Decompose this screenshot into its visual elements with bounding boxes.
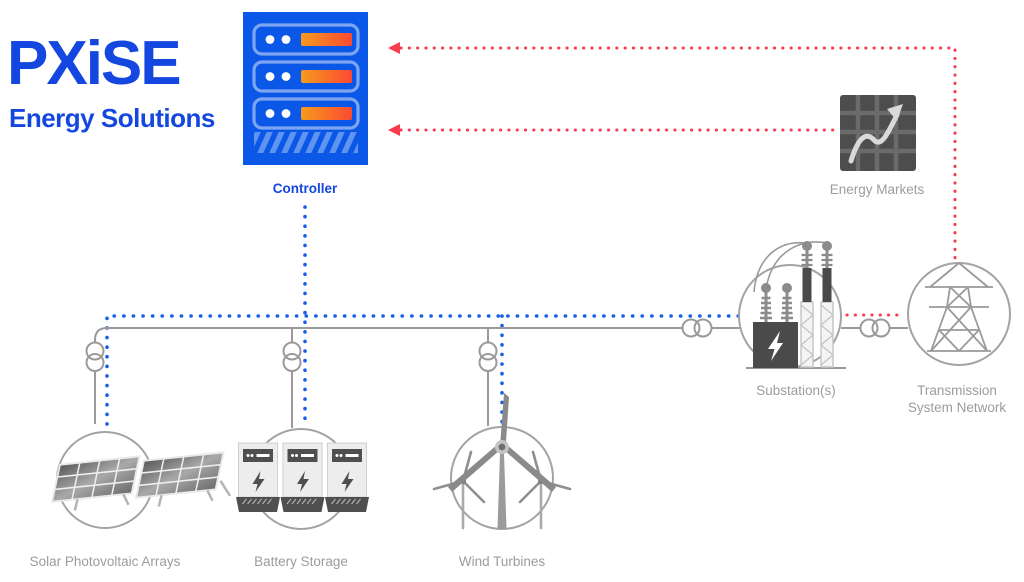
transmission-label: Transmission System Network [907, 383, 1007, 416]
controller-icon [243, 12, 368, 165]
transformer-symbol-substation-to-transmission [859, 318, 891, 338]
energy-markets-label: Energy Markets [829, 182, 925, 197]
wind-turbines-icon [432, 393, 572, 530]
energy-markets-icon [840, 95, 916, 171]
blue-signal-lines-controller-to-resources [105, 205, 747, 426]
solar-panels-icon [50, 451, 232, 511]
controller-hatch [254, 132, 358, 153]
substation-label: Substation(s) [756, 383, 836, 398]
battery-label: Battery Storage [254, 554, 348, 569]
wind-label: Wind Turbines [458, 554, 546, 569]
substation-icon [746, 241, 846, 369]
logo-title: PXiSE [7, 29, 182, 98]
solar-label: Solar Photovoltaic Arrays [29, 554, 181, 569]
transmission-tower-icon [925, 262, 993, 352]
logo-subtitle: Energy Solutions [9, 103, 215, 133]
red-arrowhead-bottom [388, 124, 400, 136]
transformer-symbol-wind [478, 341, 498, 372]
markets-arrow-head [887, 104, 903, 121]
transformer-symbol-bus-to-substation [681, 318, 713, 338]
transformer-symbol-solar [85, 341, 105, 372]
transformer-symbol-battery [282, 341, 302, 372]
red-arrowhead-top [388, 42, 400, 54]
controller-label: Controller [272, 181, 338, 196]
battery-storage-icon [236, 442, 369, 512]
